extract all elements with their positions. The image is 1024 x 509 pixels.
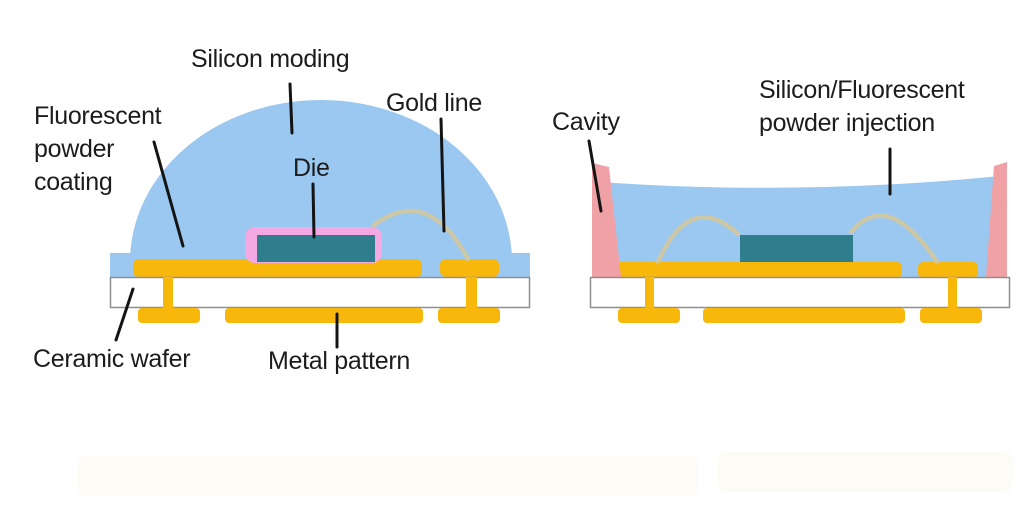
metal-via-right (466, 277, 477, 308)
die-label: Die (293, 154, 330, 182)
bottom-metal-pad-right (438, 308, 500, 323)
metal-via-left (163, 277, 173, 308)
right-package-diagram (589, 162, 1011, 323)
cavity-wall-left (592, 163, 621, 277)
die-chip (257, 235, 375, 262)
top-metal-pad-right (440, 259, 499, 277)
pointer-lines (114, 82, 892, 349)
metal-pattern-label: Metal pattern (268, 347, 411, 375)
pointer-ceramic-wafer (114, 287, 135, 342)
bottom-metal-pad-center (703, 308, 905, 323)
pointer-gold-line (439, 117, 446, 233)
metal-via-right (948, 277, 957, 308)
silicone-dome (130, 100, 512, 262)
silicone-injection-fill (600, 176, 1000, 277)
cavity-label: Cavity (552, 108, 620, 136)
gold-wire (371, 208, 471, 262)
fluorescent-coating-label: Fluorescent powder coating (34, 102, 162, 196)
pointer-cavity (587, 139, 603, 213)
silicon-molding-label: Silicon moding (191, 45, 350, 73)
cavity-wall-right (986, 162, 1007, 277)
bottom-metal-pad-left (618, 308, 680, 323)
metal-via-left (645, 277, 654, 308)
gold-line-label: Gold line (386, 89, 482, 117)
bottom-metal-pad-right (920, 308, 982, 323)
die-chip (740, 235, 853, 262)
ceramic-wafer (109, 276, 531, 309)
pointer-fluorescent-coating (152, 140, 185, 248)
powder-injection-label: Silicon/Fluorescent powder injection (759, 76, 965, 137)
top-metal-pad-right (918, 262, 978, 278)
gold-wire-left (655, 215, 741, 265)
faint-watermark-right (718, 452, 1013, 492)
top-metal-strip-left (615, 262, 902, 278)
gold-wire-right (848, 213, 940, 265)
pointer-die (311, 182, 316, 239)
bottom-metal-pad-left (138, 308, 200, 323)
bottom-metal-pad-center (225, 308, 423, 323)
ceramic-wafer (589, 276, 1011, 309)
left-package-diagram (109, 100, 531, 323)
faint-watermark-left (78, 456, 698, 496)
ceramic-wafer-label: Ceramic wafer (33, 345, 191, 373)
pointer-silicon-molding (288, 82, 294, 135)
top-metal-strip-left (133, 259, 422, 277)
